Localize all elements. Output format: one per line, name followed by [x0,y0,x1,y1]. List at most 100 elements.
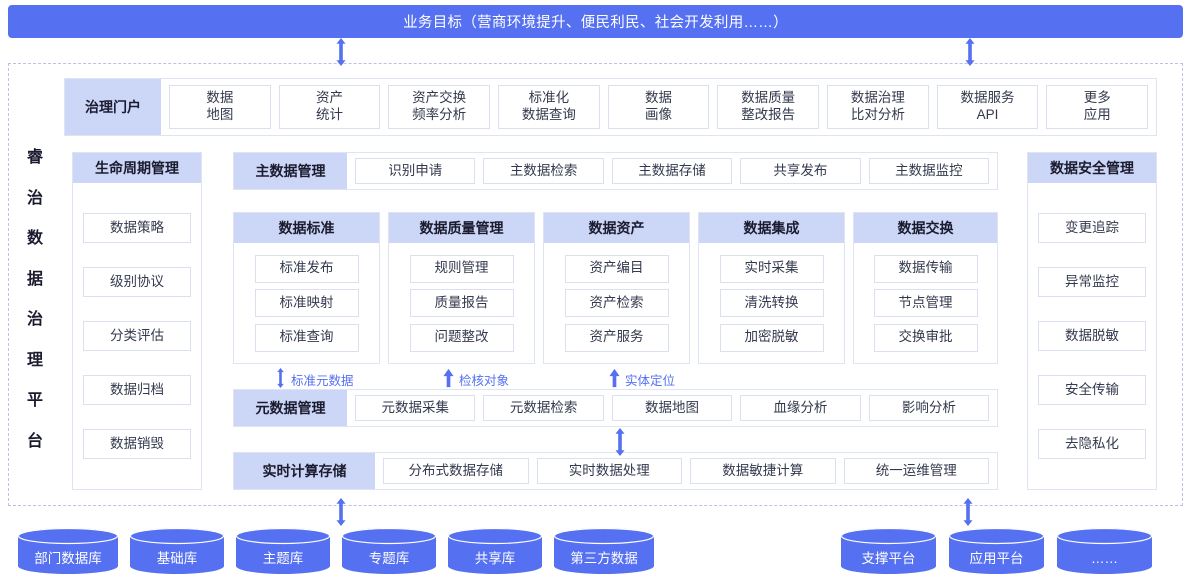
module-item-cell[interactable]: 标准发布 [254,254,359,283]
security-item-cell[interactable]: 异常监控 [1038,267,1146,297]
security-item-cell[interactable]: 去隐私化 [1038,429,1146,459]
module-item-cell[interactable]: 标准映射 [254,289,359,317]
governance-portal-items: 数据 地图资产 统计资产交换 频率分析标准化 数据查询数据 画像数据质量 整改报… [161,79,1156,135]
metadata-cell[interactable]: 元数据检索 [483,395,604,421]
lifecycle-item-cell[interactable]: 数据归档 [83,375,191,405]
database-cylinder-label: 主题库 [262,550,304,566]
portal-app-cell[interactable]: 数据服务 API [936,85,1039,129]
business-goal-banner: 业务目标（营商环境提升、便民利民、社会开发利用……） [8,5,1183,38]
metadata-cell[interactable]: 元数据采集 [355,395,476,421]
connector-double-arrow-icon [961,498,975,526]
module-card-data-quality: 数据质量管理 规则管理质量报告问题整改 [388,212,535,364]
lifecycle-item-cell[interactable]: 分类评估 [83,321,191,351]
platform-title-char: 理 [26,351,43,369]
database-cylinder[interactable]: 专题库 [342,528,436,574]
database-cylinder[interactable]: 共享库 [448,528,542,574]
annotation-standard-metadata: 标准元数据 [275,368,354,391]
metadata-cell[interactable]: 数据地图 [611,395,733,421]
master-data-cell[interactable]: 主数据监控 [868,158,990,184]
lifecycle-item-cell[interactable]: 级别协议 [83,267,191,297]
portal-app-cell[interactable]: 资产 统计 [278,85,381,129]
module-item-cell[interactable]: 交换审批 [873,323,978,352]
database-cylinder-label: 共享库 [474,550,516,566]
database-cylinder-label: 专题库 [368,550,410,566]
module-item-cell[interactable]: 资产编目 [564,254,669,283]
module-card-items: 数据传输节点管理交换审批 [854,243,997,363]
security-item-cell[interactable]: 数据脱敏 [1038,321,1146,351]
lifecycle-panel-header: 生命周期管理 [73,153,201,183]
double-arrow-icon [275,368,286,391]
realtime-cell[interactable]: 数据敏捷计算 [690,458,836,484]
metadata-cell[interactable]: 血缘分析 [740,395,861,421]
database-cylinder[interactable]: 第三方数据 [554,528,654,574]
realtime-cell[interactable]: 分布式数据存储 [383,458,529,484]
realtime-cell[interactable]: 统一运维管理 [843,458,989,484]
module-item-cell[interactable]: 质量报告 [409,289,514,317]
security-item-cell[interactable]: 安全传输 [1038,375,1146,405]
metadata-header: 元数据管理 [234,390,347,426]
database-cylinder[interactable]: 应用平台 [949,528,1044,574]
portal-app-cell[interactable]: 数据 画像 [607,85,710,129]
lifecycle-item-cell[interactable]: 数据销毁 [83,429,191,459]
portal-app-cell[interactable]: 数据质量 整改报告 [717,85,820,129]
annotation-label: 实体定位 [625,374,676,388]
annotation-label: 检核对象 [459,374,510,388]
database-cylinder-label: 第三方数据 [570,550,638,566]
database-cylinder[interactable]: …… [1057,528,1152,574]
module-item-cell[interactable]: 节点管理 [873,289,978,317]
module-card-header: 数据标准 [234,213,379,243]
portal-app-cell[interactable]: 资产交换 频率分析 [388,85,491,129]
module-card-header: 数据交换 [854,213,997,243]
connector-double-arrow-icon [963,38,977,66]
portal-app-cell[interactable]: 标准化 数据查询 [498,85,600,129]
up-arrow-icon [443,368,454,391]
realtime-header: 实时计算存储 [234,453,375,489]
platform-title-char: 治 [26,311,43,329]
security-panel-header: 数据安全管理 [1028,153,1156,183]
database-cylinder[interactable]: 支撑平台 [841,528,936,574]
module-item-cell[interactable]: 标准查询 [254,323,359,352]
module-item-cell[interactable]: 数据传输 [873,254,978,283]
master-data-cell[interactable]: 主数据存储 [611,158,733,184]
realtime-cell[interactable]: 实时数据处理 [536,458,682,484]
annotation-check-object: 检核对象 [443,368,509,391]
module-card-items: 规则管理质量报告问题整改 [389,243,534,363]
governance-portal-header: 治理门户 [65,79,161,135]
metadata-cell[interactable]: 影响分析 [868,395,990,421]
portal-app-cell[interactable]: 数据 地图 [169,85,271,129]
master-data-cell[interactable]: 共享发布 [740,158,861,184]
module-item-cell[interactable]: 规则管理 [409,254,514,283]
master-data-management-row: 主数据管理 识别申请主数据检索主数据存储共享发布主数据监控 [233,152,998,190]
module-item-cell[interactable]: 清洗转换 [719,289,824,317]
platform-title-char: 数 [26,230,43,248]
module-item-cell[interactable]: 资产检索 [564,289,669,317]
connector-double-arrow-icon [334,498,348,526]
module-card-items: 标准发布标准映射标准查询 [234,243,379,363]
lifecycle-panel-items: 数据策略级别协议分类评估数据归档数据销毁 [73,183,201,489]
lifecycle-item-cell[interactable]: 数据策略 [83,213,191,243]
master-data-cell[interactable]: 识别申请 [355,158,476,184]
portal-app-cell[interactable]: 数据治理 比对分析 [827,85,929,129]
module-item-cell[interactable]: 问题整改 [409,323,514,352]
database-cylinder[interactable]: 基础库 [130,528,224,574]
module-item-cell[interactable]: 实时采集 [719,254,824,283]
business-goal-text: 业务目标（营商环境提升、便民利民、社会开发利用……） [403,15,788,31]
platform-title-char: 据 [26,270,43,288]
module-item-cell[interactable]: 加密脱敏 [719,323,824,352]
data-security-management-panel: 数据安全管理 变更追踪异常监控数据脱敏安全传输去隐私化 [1027,152,1157,490]
module-item-cell[interactable]: 资产服务 [564,323,669,352]
up-arrow-icon [609,368,620,391]
database-cylinder-label: 应用平台 [969,550,1024,566]
governance-portal-row: 治理门户 数据 地图资产 统计资产交换 频率分析标准化 数据查询数据 画像数据质… [64,78,1157,136]
master-data-items: 识别申请主数据检索主数据存储共享发布主数据监控 [347,153,997,189]
module-card-data-exchange: 数据交换 数据传输节点管理交换审批 [853,212,998,364]
module-card-header: 数据质量管理 [389,213,534,243]
security-item-cell[interactable]: 变更追踪 [1038,213,1146,243]
lifecycle-management-panel: 生命周期管理 数据策略级别协议分类评估数据归档数据销毁 [72,152,202,490]
master-data-cell[interactable]: 主数据检索 [483,158,604,184]
database-cylinder[interactable]: 主题库 [236,528,330,574]
platform-title-char: 睿 [26,149,43,166]
database-cylinder[interactable]: 部门数据库 [18,528,118,574]
portal-app-cell[interactable]: 更多 应用 [1046,85,1149,129]
